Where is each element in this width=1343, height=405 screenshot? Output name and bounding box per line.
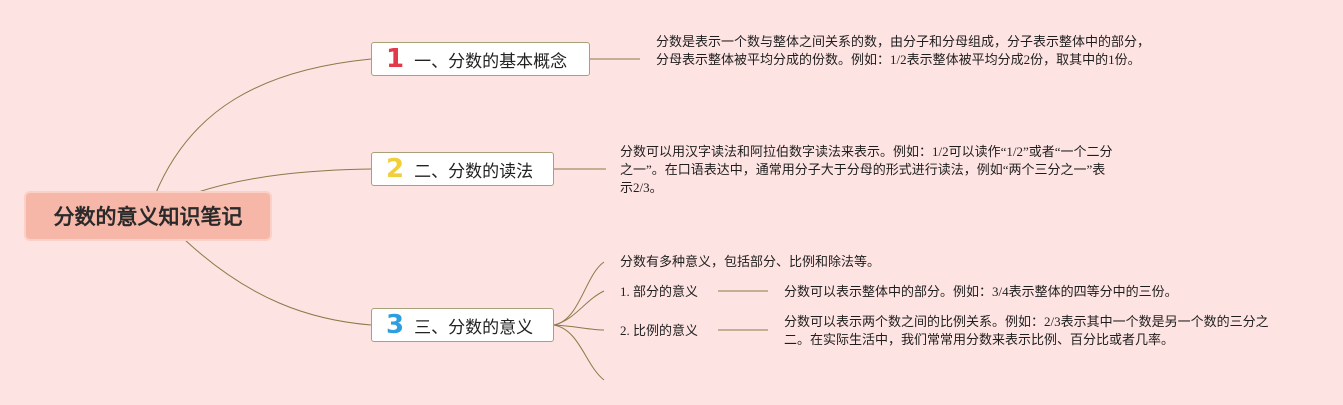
branch-line-1 — [154, 58, 372, 196]
detail-line-3d — [553, 324, 605, 381]
detail-line-3a — [553, 261, 605, 326]
subitem-text-2: 分数可以表示两个数之间的比例关系。例如：2/3表示其中一个数是另一个数的三分之二… — [784, 314, 1269, 347]
subitem-label-1: 1. 部分的意义 — [620, 284, 699, 299]
number-1-icon: 1 — [386, 44, 405, 74]
topic-description-1: 分数是表示一个数与整体之间关系的数，由分子和分母组成，分子表示整体中的部分，分母… — [656, 34, 1151, 67]
topic-description-3: 分数有多种意义，包括部分、比例和除法等。 — [620, 254, 881, 269]
topic-label-3: 三、分数的意义 — [414, 317, 534, 338]
topic-label-1: 一、分数的基本概念 — [414, 51, 568, 72]
subitem-label-2: 2. 比例的意义 — [620, 323, 699, 338]
branch-line-2 — [194, 168, 372, 194]
topic-node-3[interactable]: 3 三、分数的意义 — [371, 308, 554, 342]
detail-line-3b — [553, 290, 605, 326]
topic-description-2: 分数可以用汉字读法和阿拉伯数字读法来表示。例如：1/2可以读作“1/2”或者“一… — [620, 144, 1113, 195]
detail-line-3c — [553, 324, 605, 331]
subitem-text-1: 分数可以表示整体中的部分。例如：3/4表示整体的四等分中的三份。 — [784, 284, 1178, 299]
root-title: 分数的意义知识笔记 — [53, 205, 243, 229]
number-2-icon: 2 — [386, 154, 405, 184]
root-node[interactable]: 分数的意义知识笔记 — [26, 193, 270, 239]
topic-node-1[interactable]: 1 一、分数的基本概念 — [371, 42, 590, 76]
branch-line-3 — [184, 239, 372, 326]
topic-node-2[interactable]: 2 二、分数的读法 — [371, 152, 554, 186]
topic-label-2: 二、分数的读法 — [414, 161, 534, 182]
number-3-icon: 3 — [386, 310, 405, 340]
